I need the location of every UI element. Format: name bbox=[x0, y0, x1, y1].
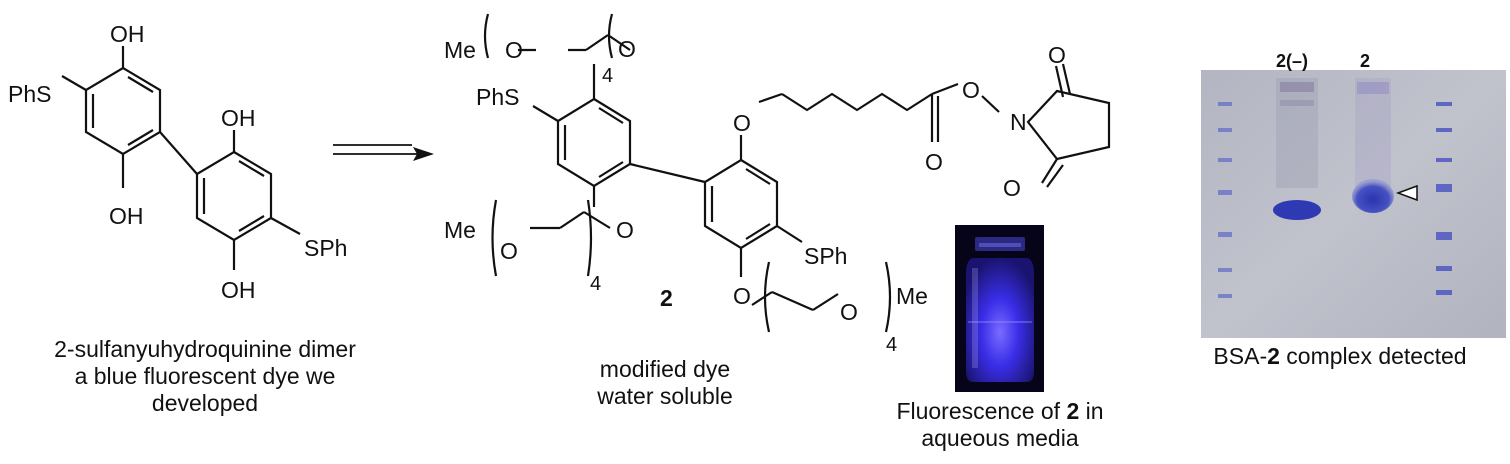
linker-o: O bbox=[733, 110, 751, 136]
reactant-oh-top: OH bbox=[110, 21, 145, 47]
reactant-caption-line-1: 2-sulfanyuhydroquinine dimer bbox=[54, 336, 356, 362]
gel-caption-after: complex detected bbox=[1279, 343, 1467, 369]
vial-photo bbox=[955, 225, 1044, 392]
gel-lane-label-control: 2(–) bbox=[1276, 51, 1308, 71]
vial-caption-line-2: aqueous media bbox=[921, 425, 1079, 451]
peg-bottom-subscript: 4 bbox=[886, 334, 897, 356]
reactant-phs: PhS bbox=[8, 81, 51, 107]
nhs-ring bbox=[1026, 89, 1111, 161]
reactant-oh-bottom: OH bbox=[221, 277, 256, 303]
gel-caption-line: BSA-2 complex detected bbox=[1172, 343, 1508, 370]
vial-caption-before: Fluorescence of bbox=[896, 398, 1067, 424]
vial-caption-line-1: Fluorescence of 2 in bbox=[850, 398, 1150, 425]
product-caption: modified dye water soluble bbox=[555, 356, 775, 410]
reactant-labels: OH PhS OH OH SPh OH bbox=[8, 21, 347, 303]
ester-o: O bbox=[962, 77, 980, 103]
product-caption-line-1: modified dye bbox=[599, 356, 731, 382]
product-caption-line-2: water soluble bbox=[597, 383, 733, 409]
product-structure bbox=[483, 13, 1111, 333]
peg-left-o-right: O bbox=[616, 217, 634, 243]
peg-bottom-o-right: O bbox=[840, 299, 858, 325]
gel-caption-compound: 2 bbox=[1267, 343, 1280, 369]
product-labels: Me O O 4 PhS Me O O 4 2 O O O N O O SPh … bbox=[444, 36, 1066, 356]
ester-carbonyl-o: O bbox=[925, 149, 943, 175]
peg-top-o-left: O bbox=[505, 37, 523, 63]
nhs-o-bottom: O bbox=[1003, 175, 1021, 201]
nhs-o-top: O bbox=[1048, 42, 1066, 68]
peg-top-subscript: 4 bbox=[602, 65, 613, 87]
ring-b bbox=[195, 150, 273, 242]
nhs-n: N bbox=[1010, 109, 1027, 135]
me-top: Me bbox=[444, 37, 476, 63]
ring-c bbox=[556, 97, 632, 188]
compound-number: 2 bbox=[660, 285, 673, 311]
product-sph: SPh bbox=[804, 243, 847, 269]
marker-ladder-left bbox=[1218, 102, 1232, 298]
peg-left-o-left: O bbox=[500, 238, 518, 264]
vial-caption: Fluorescence of 2 in aqueous media bbox=[850, 398, 1150, 452]
band-sample bbox=[1352, 179, 1394, 213]
reactant-caption-line-2: a blue fluorescent dye we bbox=[74, 363, 336, 389]
vial-caption-compound: 2 bbox=[1066, 398, 1080, 424]
vial-caption-after: in bbox=[1079, 398, 1104, 424]
peg-left-subscript: 4 bbox=[590, 273, 601, 295]
peg-bottom-o-left: O bbox=[733, 283, 751, 309]
peg-top-o-right: O bbox=[618, 36, 636, 62]
product-phs: PhS bbox=[476, 84, 519, 110]
gel-lane-label-sample: 2 bbox=[1360, 51, 1370, 71]
marker-ladder-right bbox=[1436, 102, 1452, 295]
reactant-structure bbox=[61, 46, 301, 270]
band-arrowhead bbox=[1395, 184, 1418, 202]
band-control bbox=[1273, 200, 1321, 220]
gel-caption: BSA-2 complex detected bbox=[1172, 343, 1508, 370]
reactant-caption-line-3: developed bbox=[151, 390, 259, 416]
gel-photo: 2(–) 2 bbox=[1201, 51, 1506, 338]
reactant-oh-mid-left: OH bbox=[109, 203, 144, 229]
me-bottom: Me bbox=[896, 283, 928, 309]
gel-caption-before: BSA- bbox=[1213, 343, 1268, 369]
reactant-sph: SPh bbox=[304, 235, 347, 261]
reactant-oh-mid-right: OH bbox=[221, 105, 256, 131]
multistep-arrow bbox=[333, 144, 434, 161]
me-left: Me bbox=[444, 217, 476, 243]
ring-a bbox=[84, 66, 162, 156]
ring-d bbox=[703, 158, 779, 250]
reactant-caption: 2-sulfanyuhydroquinine dimer a blue fluo… bbox=[2, 336, 408, 417]
